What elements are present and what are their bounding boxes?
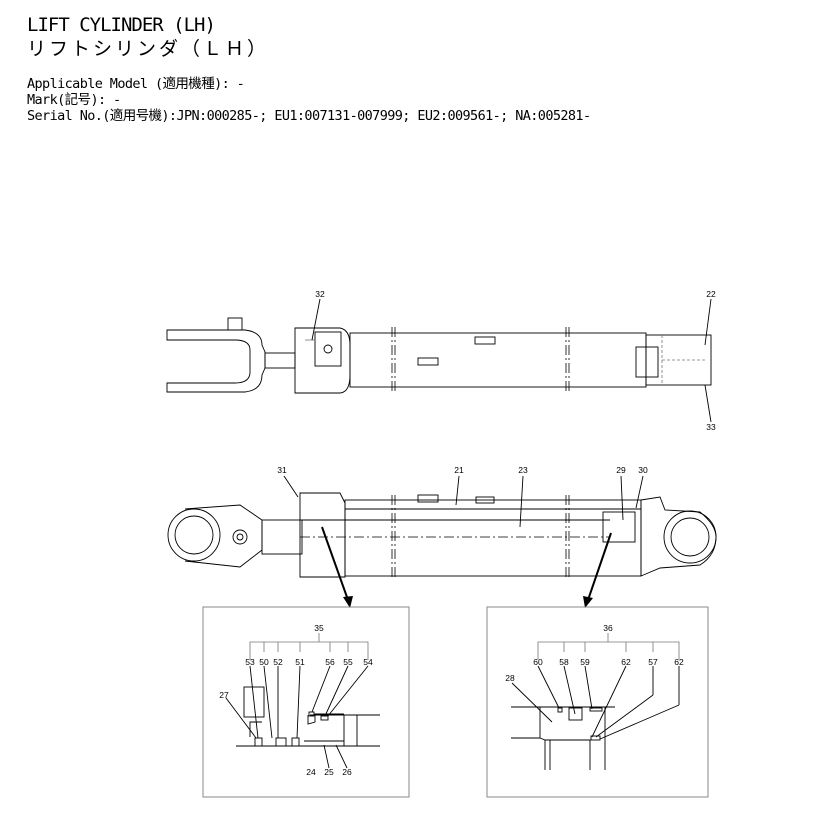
callout-62b: 62: [674, 657, 684, 667]
callout-24: 24: [306, 767, 316, 777]
callout-23: 23: [518, 465, 528, 475]
callout-33: 33: [706, 422, 716, 432]
applicable-model: Applicable Model (適用機種): -: [27, 76, 245, 92]
side-view-drawing: [167, 492, 717, 580]
callout-52: 52: [273, 657, 283, 667]
callout-22: 22: [706, 289, 716, 299]
callout-53: 53: [245, 657, 255, 667]
callout-26: 26: [342, 767, 352, 777]
callout-30: 30: [638, 465, 648, 475]
callout-54: 54: [363, 657, 373, 667]
detail-right-drawing: [511, 633, 680, 770]
group-callout-35: 35: [314, 623, 324, 633]
callout-25: 25: [324, 767, 334, 777]
callout-59: 59: [580, 657, 590, 667]
serial-no: Serial No.(適用号機):JPN:000285-; EU1:007131…: [27, 108, 591, 124]
callout-56: 56: [325, 657, 335, 667]
title-en: LIFT CYLINDER (LH): [27, 14, 216, 36]
callout-21: 21: [454, 465, 464, 475]
callout-28: 28: [505, 673, 515, 683]
detail-left-drawing: [236, 633, 380, 747]
detail-box-right: [486, 606, 709, 798]
top-view-drawing: [166, 317, 712, 394]
callout-60: 60: [533, 657, 543, 667]
title-jp: リフトシリンダ（ＬＨ）: [27, 38, 270, 60]
callout-55: 55: [343, 657, 353, 667]
callout-57: 57: [648, 657, 658, 667]
group-callout-36: 36: [603, 623, 613, 633]
callout-50: 50: [259, 657, 269, 667]
callout-51: 51: [295, 657, 305, 667]
detail-box-left: [202, 606, 410, 798]
callout-29: 29: [616, 465, 626, 475]
callout-32: 32: [315, 289, 325, 299]
callout-27: 27: [219, 690, 229, 700]
mark: Mark(記号): -: [27, 92, 121, 108]
callout-31: 31: [277, 465, 287, 475]
callout-58: 58: [559, 657, 569, 667]
callout-62: 62: [621, 657, 631, 667]
